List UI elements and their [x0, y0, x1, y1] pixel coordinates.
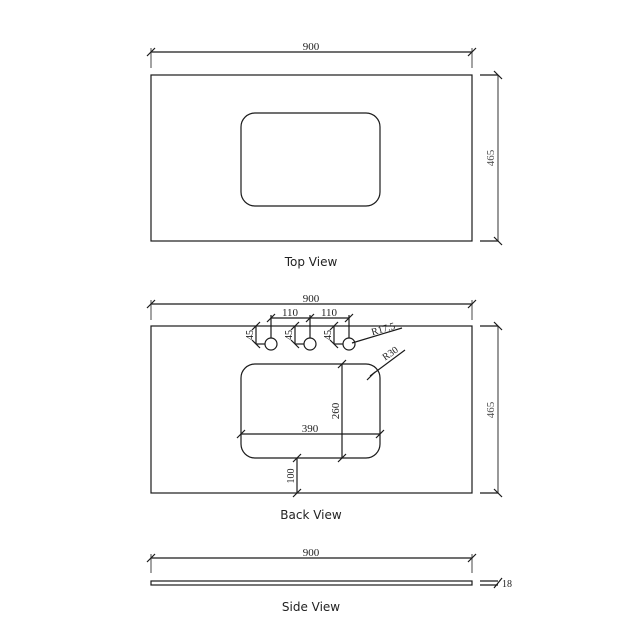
side-view: 900 18: [146, 547, 512, 590]
bowl-depth-dim: 260: [330, 402, 342, 419]
top-width-dim: 900: [303, 41, 320, 53]
side-width-dim: 900: [303, 547, 320, 559]
tap-spacing-2: 110: [321, 307, 338, 319]
back-view-label: Back View: [280, 508, 342, 522]
tap-offset-3: 45: [323, 330, 334, 340]
tap-hole-1: [264, 337, 278, 351]
side-slab-outline: [150, 580, 473, 586]
bowl-radius-dim: R30: [381, 345, 401, 364]
back-view: 900 110 110 45: [146, 293, 503, 498]
tap-spacing-1: 110: [282, 307, 299, 319]
top-bowl-outline: [240, 112, 381, 207]
top-depth-dim: 465: [485, 149, 497, 166]
bowl-front-offset-dim: 100: [286, 469, 297, 484]
top-countertop-outline: [150, 74, 473, 242]
top-view-label: Top View: [284, 255, 338, 269]
tap-offset-2: 45: [284, 330, 295, 340]
tap-hole-3: [342, 337, 356, 351]
back-depth-dim: 465: [485, 401, 497, 418]
tap-offset-1: 45: [245, 330, 256, 340]
side-thickness-dim: 18: [502, 579, 512, 590]
back-countertop-outline: [150, 325, 473, 494]
back-width-dim: 900: [303, 293, 320, 305]
tap-hole-2: [303, 337, 317, 351]
side-view-label: Side View: [281, 600, 341, 614]
bowl-width-dim: 390: [302, 423, 319, 435]
back-bowl-outline: [240, 363, 381, 459]
top-view: 900 465: [146, 41, 503, 246]
tap-radius-dim: R17.5: [370, 321, 396, 338]
